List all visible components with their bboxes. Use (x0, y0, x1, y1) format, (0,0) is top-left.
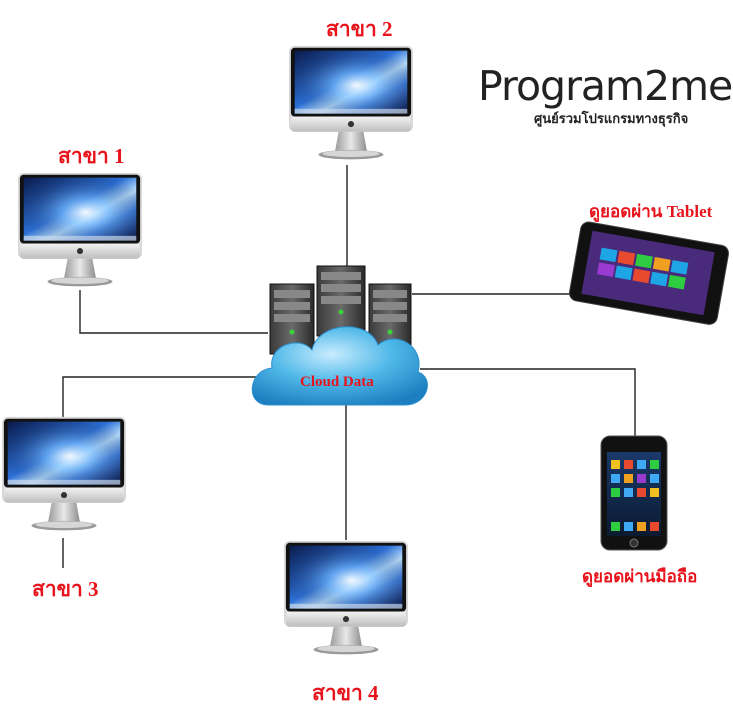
line-branch-3 (62, 376, 258, 430)
connection-lines (62, 165, 636, 568)
label-branch-2: สาขา 2 (326, 17, 393, 41)
imac-branch-2-icon (289, 45, 413, 160)
imac-branch-3-icon (2, 416, 126, 531)
logo-name: Program2me (478, 62, 733, 110)
phone-icon (600, 435, 668, 551)
imac-branch-1-icon (18, 172, 142, 287)
label-cloud: Cloud Data (300, 374, 374, 390)
label-branch-3: สาขา 3 (32, 577, 99, 601)
label-tablet: ดูยอดผ่าน Tablet (589, 202, 713, 221)
label-branch-4: สาขา 4 (312, 681, 379, 705)
cloud-icon (251, 326, 428, 406)
line-phone (420, 368, 636, 438)
logo-tagline: ศูนย์รวมโปรแกรมทางธุรกิจ (534, 112, 689, 127)
program2me-logo: Program2me ศูนย์รวมโปรแกรมทางธุรกิจ (478, 62, 733, 132)
server-center (316, 265, 366, 337)
imac-branch-4-icon (284, 540, 408, 655)
tablet-icon (568, 221, 730, 325)
line-branch-1 (79, 290, 268, 334)
label-phone: ดูยอดผ่านมือถือ (582, 567, 698, 586)
label-branch-1: สาขา 1 (58, 144, 125, 168)
